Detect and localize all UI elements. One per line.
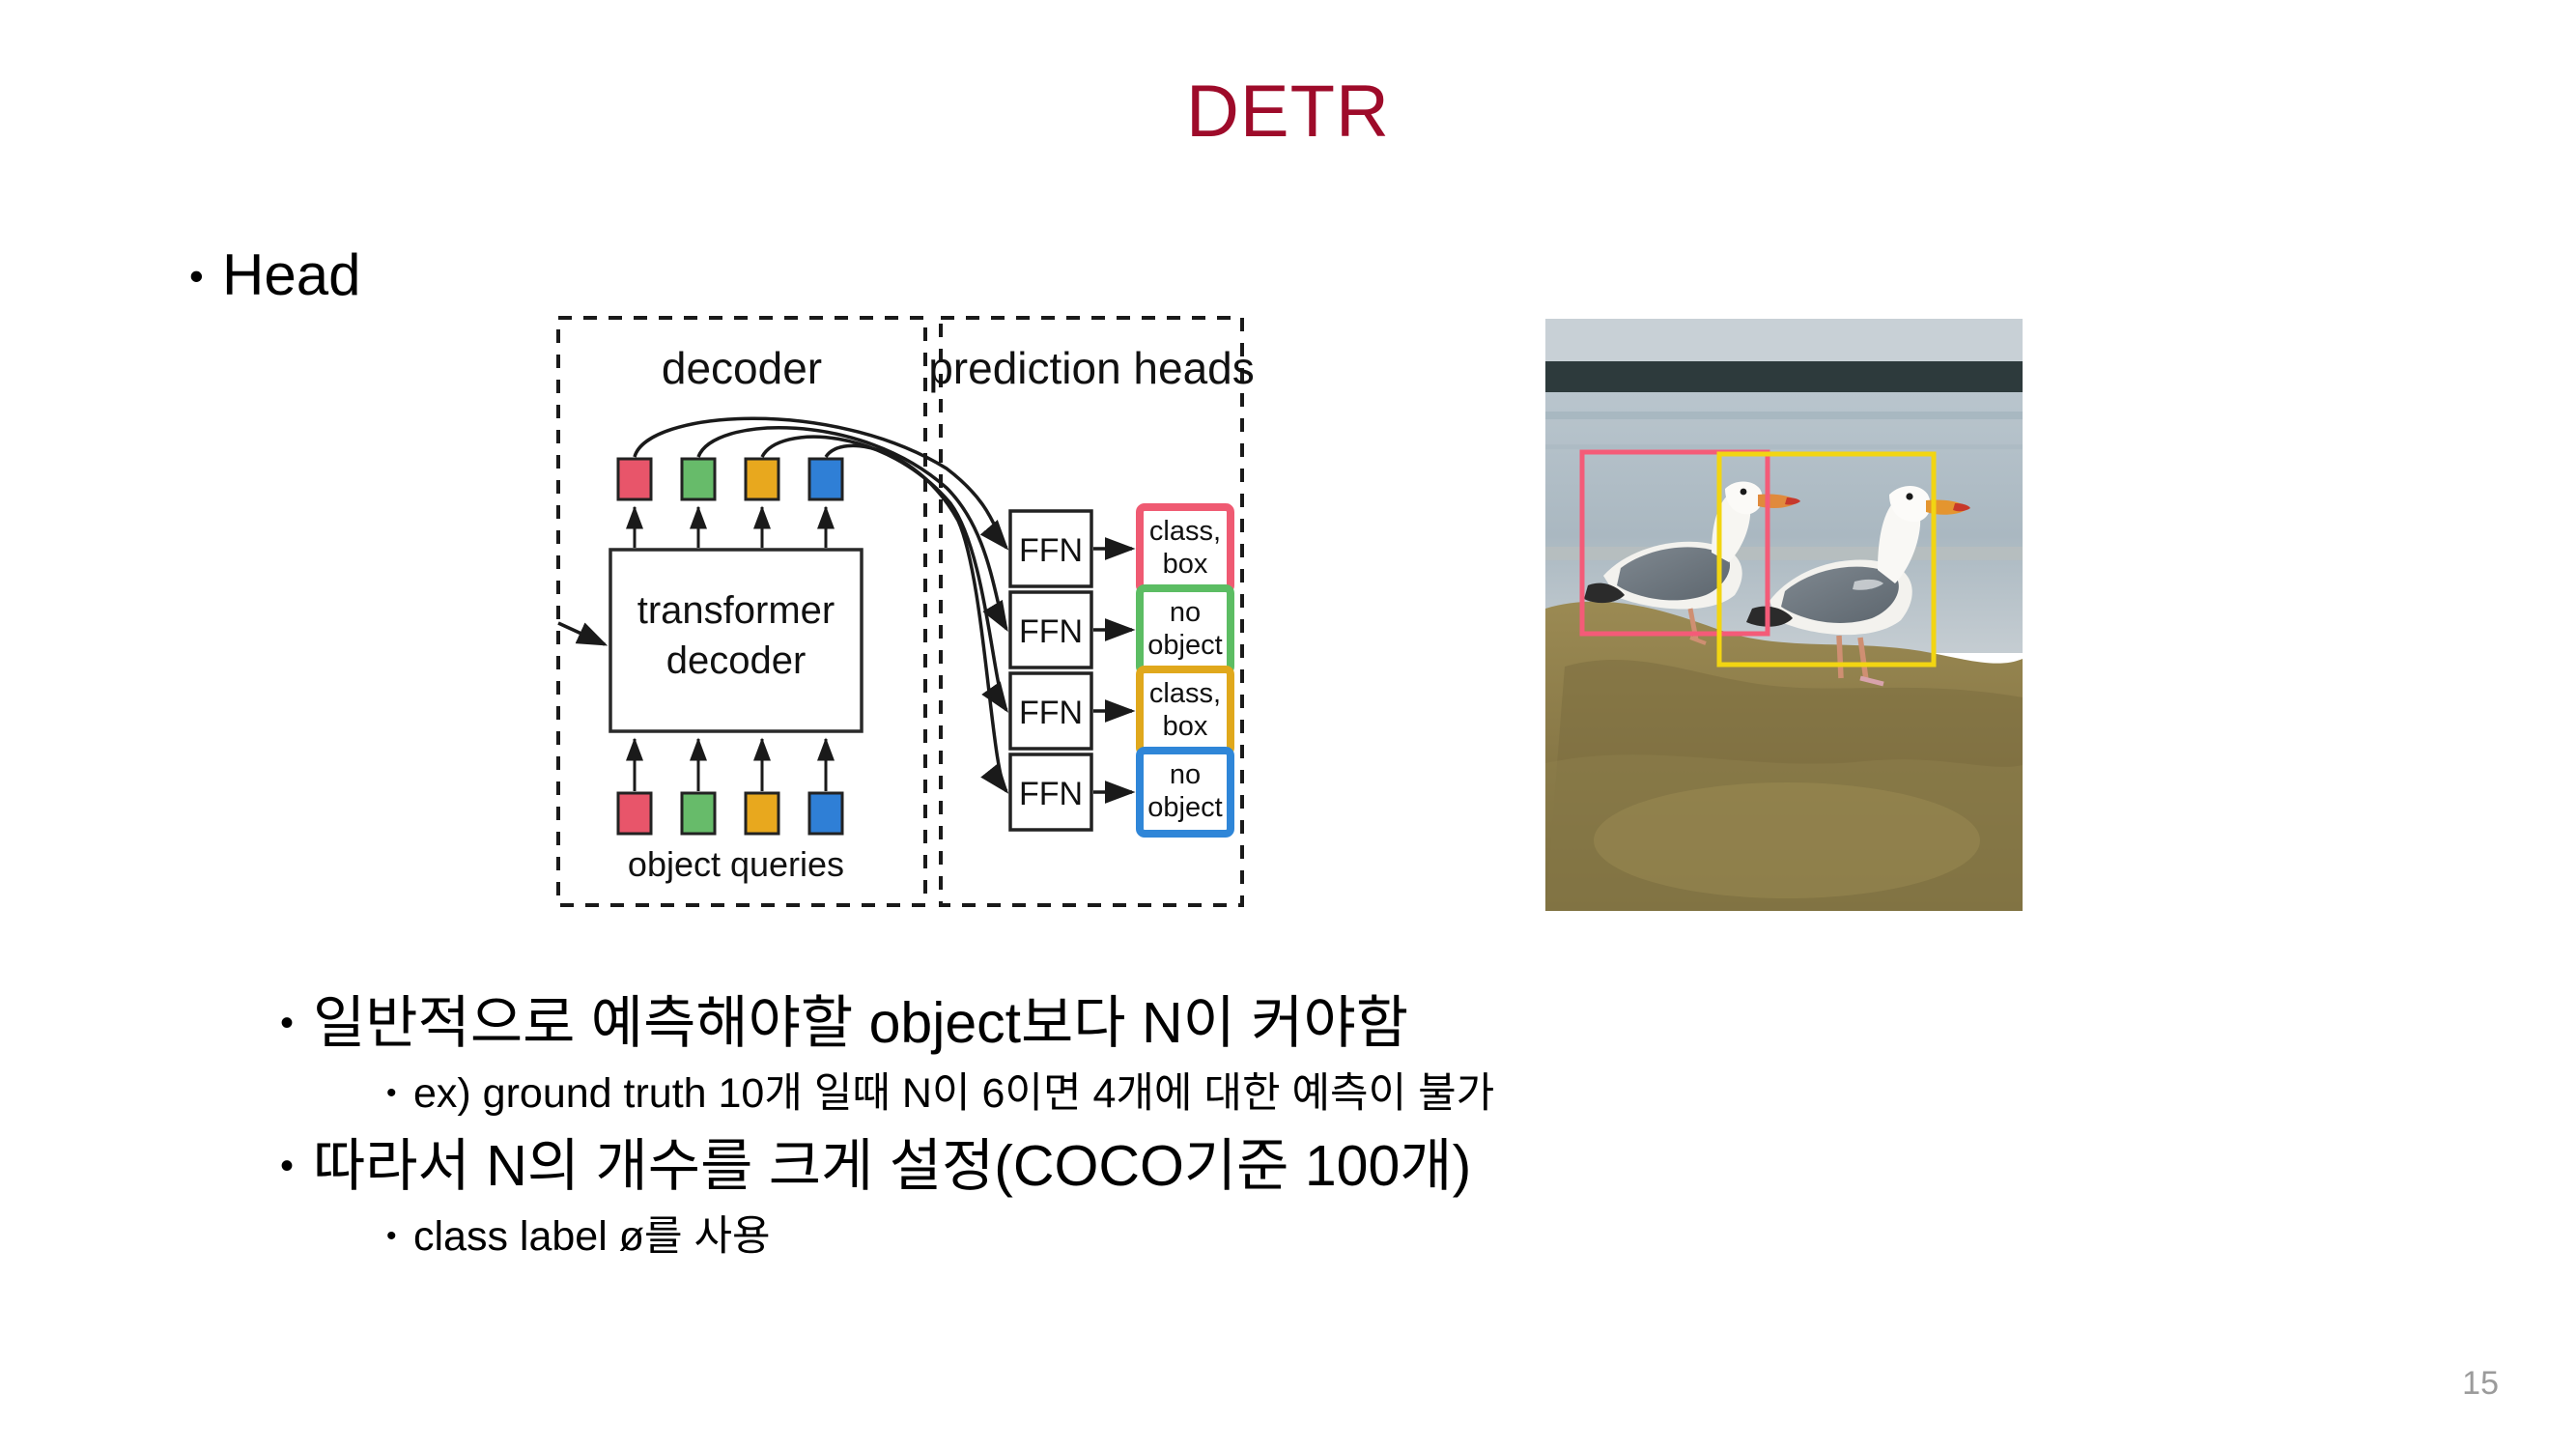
ffn-box-1 (1008, 509, 1093, 588)
bird-left-foot (1689, 636, 1707, 645)
transformer-decoder-box (609, 548, 863, 733)
photo-bird-left (1584, 481, 1800, 645)
prediction-output-1-line1: class, (1149, 516, 1221, 547)
encoder-input-arrow (557, 621, 609, 646)
transformer-decoder-line2: decoder (666, 639, 807, 682)
prediction-output-3-line2: box (1163, 711, 1208, 742)
prediction-heads-panel-border (939, 316, 1244, 907)
photo-water-streak-2 (1545, 444, 2023, 449)
bullet-level2-1: • ex) ground truth 10개 일때 N이 6이면 4개에 대한 예… (386, 1073, 2576, 1115)
bird-right-leg-2 (1857, 637, 1869, 681)
routing-curve-3 (760, 435, 1008, 713)
bullet-level1-2: •따라서 N의 개수를 크게 설정(COCO기준 100개) (280, 1138, 2576, 1195)
page-title: DETR (1186, 71, 1390, 153)
routing-curve-4 (824, 443, 1009, 794)
decoder-output-box-1 (616, 457, 653, 501)
bullet-level1-1: •일반적으로 예측해야할 object보다 N이 커야함 (280, 995, 2576, 1052)
decoder-output-box-2 (680, 457, 717, 501)
detection-box-yellow (1716, 451, 1937, 668)
routing-curve-1 (633, 416, 1009, 551)
ffn-box-4 (1008, 753, 1093, 832)
photo-dark-water-band (1545, 361, 2023, 392)
bullet-marker-icon: • (386, 1077, 397, 1109)
bird-left-tail (1584, 582, 1625, 604)
bullet-marker-icon: • (386, 1220, 397, 1252)
prediction-heads-panel-title: prediction heads (928, 343, 1255, 393)
photo-rock-highlight (1594, 782, 1980, 898)
object-queries-label: object queries (628, 844, 844, 884)
routing-curve-2 (696, 425, 1008, 633)
bullet-marker-icon: • (280, 1145, 295, 1187)
detection-box-pink (1579, 449, 1770, 637)
bullet-text: class label ø를 사용 (413, 1213, 771, 1260)
bird-left-head (1725, 481, 1763, 515)
bullet-list: •일반적으로 예측해야할 object보다 N이 커야함 • ex) ground… (0, 995, 2576, 1281)
bird-right-head (1889, 486, 1931, 523)
detection-result-photo (1545, 319, 2023, 911)
prediction-output-1-line2: box (1163, 549, 1208, 580)
bullet-text: 따라서 N의 개수를 크게 설정(COCO기준 100개) (313, 1134, 1472, 1198)
bird-left-eye (1740, 488, 1747, 496)
decoder-output-box-3 (744, 457, 780, 501)
bullet-text: 일반적으로 예측해야할 object보다 N이 커야함 (313, 991, 1409, 1055)
photo-rock-texture-2 (1545, 754, 2023, 911)
bird-right-wing-mark (1853, 579, 1883, 590)
detr-diagram: decoder prediction heads transformer dec… (541, 304, 1536, 923)
decoder-panel-border (556, 316, 927, 907)
prediction-output-4-line2: object (1147, 792, 1222, 823)
prediction-output-2-line1: no (1170, 597, 1201, 628)
bird-right-leg-1 (1836, 635, 1844, 679)
prediction-output-2-line2: object (1147, 630, 1222, 661)
ffn-label-4: FFN (1019, 776, 1083, 812)
object-query-box-2 (680, 791, 717, 836)
bullet-marker-icon: • (280, 1002, 295, 1044)
object-query-box-4 (807, 791, 844, 836)
ffn-label-3: FFN (1019, 695, 1083, 731)
ffn-label-2: FFN (1019, 613, 1083, 650)
ffn-box-2 (1008, 590, 1093, 669)
bird-right-foot (1859, 675, 1884, 687)
prediction-output-3-line1: class, (1149, 678, 1221, 709)
bullet-text: ex) ground truth 10개 일때 N이 6이면 4개에 대한 예측… (413, 1070, 1495, 1117)
detr-architecture-figure: decoder prediction heads transformer dec… (541, 304, 2033, 923)
bird-right-eye (1906, 493, 1913, 500)
bird-right-beak-tip (1953, 503, 1970, 512)
page-number: 15 (2462, 1365, 2499, 1402)
bullet-marker-icon: • (189, 253, 204, 298)
photo-shore-line (1545, 547, 2023, 560)
prediction-output-box-4 (1136, 747, 1234, 838)
decoder-output-box-4 (807, 457, 844, 501)
bullet-level2-2: • class label ø를 사용 (386, 1216, 2576, 1258)
transformer-decoder-line1: transformer (637, 589, 835, 632)
head-bullet-label: Head (222, 242, 361, 307)
bird-left-wing (1617, 547, 1731, 601)
ffn-label-1: FFN (1019, 532, 1083, 569)
object-query-box-3 (744, 791, 780, 836)
prediction-output-4-line1: no (1170, 759, 1201, 790)
bird-left-beak-tip (1785, 497, 1800, 505)
ffn-box-3 (1008, 671, 1093, 751)
object-query-box-1 (616, 791, 653, 836)
head-bullet: •Head (189, 246, 360, 304)
decoder-panel-title: decoder (662, 343, 822, 393)
photo-water-streak-1 (1545, 412, 2023, 419)
